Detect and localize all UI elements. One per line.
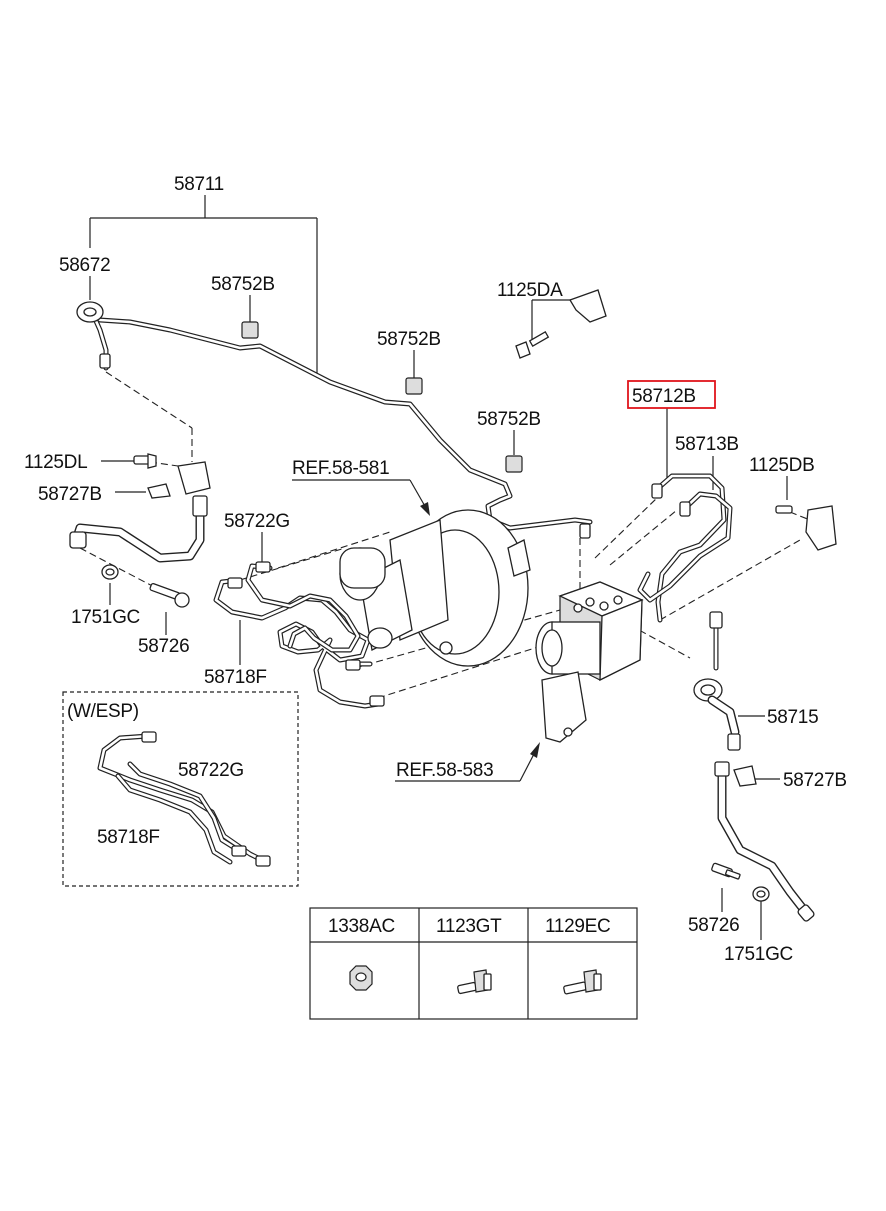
label-1125da[interactable]: 1125DA bbox=[497, 280, 563, 301]
bolt-1125da-icon bbox=[515, 289, 607, 359]
highlight-box-58712b bbox=[627, 380, 716, 409]
leader-lines bbox=[89, 195, 788, 940]
table-header-1123gt[interactable]: 1123GT bbox=[436, 916, 502, 937]
wesp-inset bbox=[62, 691, 299, 887]
label-58752b-2[interactable]: 58752B bbox=[377, 329, 441, 350]
label-58712b[interactable]: 58712B bbox=[632, 386, 696, 407]
clip-58727b-left-icon bbox=[147, 461, 211, 499]
label-58718f-esp[interactable]: 58718F bbox=[97, 827, 160, 848]
label-58726-right[interactable]: 58726 bbox=[688, 915, 740, 936]
hex-nut-icon bbox=[349, 965, 373, 991]
label-58752b-1[interactable]: 58752B bbox=[211, 274, 275, 295]
label-ref-58-583[interactable]: REF.58-583 bbox=[396, 760, 494, 781]
bolt-58726-right-icon bbox=[711, 862, 741, 880]
assembly-dashed-lines bbox=[79, 371, 811, 699]
tube-fittings bbox=[99, 353, 723, 707]
flange-bolt-icon bbox=[457, 969, 492, 995]
front-left-hose bbox=[69, 495, 208, 563]
label-58722g-esp[interactable]: 58722G bbox=[178, 760, 244, 781]
hydraulic-unit-assembly bbox=[535, 581, 644, 743]
front-right-hose-58715 bbox=[693, 617, 741, 751]
label-58711[interactable]: 58711 bbox=[174, 174, 224, 195]
label-wesp: (W/ESP) bbox=[67, 701, 139, 722]
brake-line-58718f bbox=[213, 577, 381, 709]
table-header-1338ac[interactable]: 1338AC bbox=[328, 916, 395, 937]
flange-bolt-long-icon bbox=[563, 969, 602, 995]
bolt-1125db-icon bbox=[775, 505, 837, 551]
grommet-58672-icon bbox=[76, 301, 104, 323]
label-58718f[interactable]: 58718F bbox=[204, 667, 267, 688]
label-58672[interactable]: 58672 bbox=[59, 255, 111, 276]
label-1125dl[interactable]: 1125DL bbox=[24, 452, 88, 473]
rear-hose-right bbox=[714, 761, 815, 922]
table-header-1129ec[interactable]: 1129EC bbox=[545, 916, 611, 937]
washer-1751gc-right-icon bbox=[752, 886, 770, 902]
label-58722g[interactable]: 58722G bbox=[224, 511, 290, 532]
label-1751gc-left[interactable]: 1751GC bbox=[71, 607, 140, 628]
bolt-58726-left-icon bbox=[149, 582, 190, 608]
label-ref-58-581[interactable]: REF.58-581 bbox=[292, 458, 390, 479]
clip-58752b-icon bbox=[241, 321, 523, 473]
label-58715[interactable]: 58715 bbox=[767, 707, 819, 728]
label-1751gc-right[interactable]: 1751GC bbox=[724, 944, 793, 965]
label-58727b-right[interactable]: 58727B bbox=[783, 770, 847, 791]
label-1125db[interactable]: 1125DB bbox=[749, 455, 815, 476]
brake-lines-58712b-58713b bbox=[637, 473, 733, 623]
brake-booster-assembly bbox=[339, 509, 531, 667]
bolt-1125dl-icon bbox=[133, 453, 157, 469]
part-labels: 58711 58672 58752B 58752B 58752B 1125DA … bbox=[24, 174, 847, 965]
clip-58727b-right-icon bbox=[733, 765, 757, 787]
label-58752b-3[interactable]: 58752B bbox=[477, 409, 541, 430]
washer-1751gc-left-icon bbox=[101, 564, 119, 580]
hardware-table bbox=[309, 907, 638, 1020]
label-58726-left[interactable]: 58726 bbox=[138, 636, 190, 657]
label-58727b-left[interactable]: 58727B bbox=[38, 484, 102, 505]
label-58713b[interactable]: 58713B bbox=[675, 434, 739, 455]
